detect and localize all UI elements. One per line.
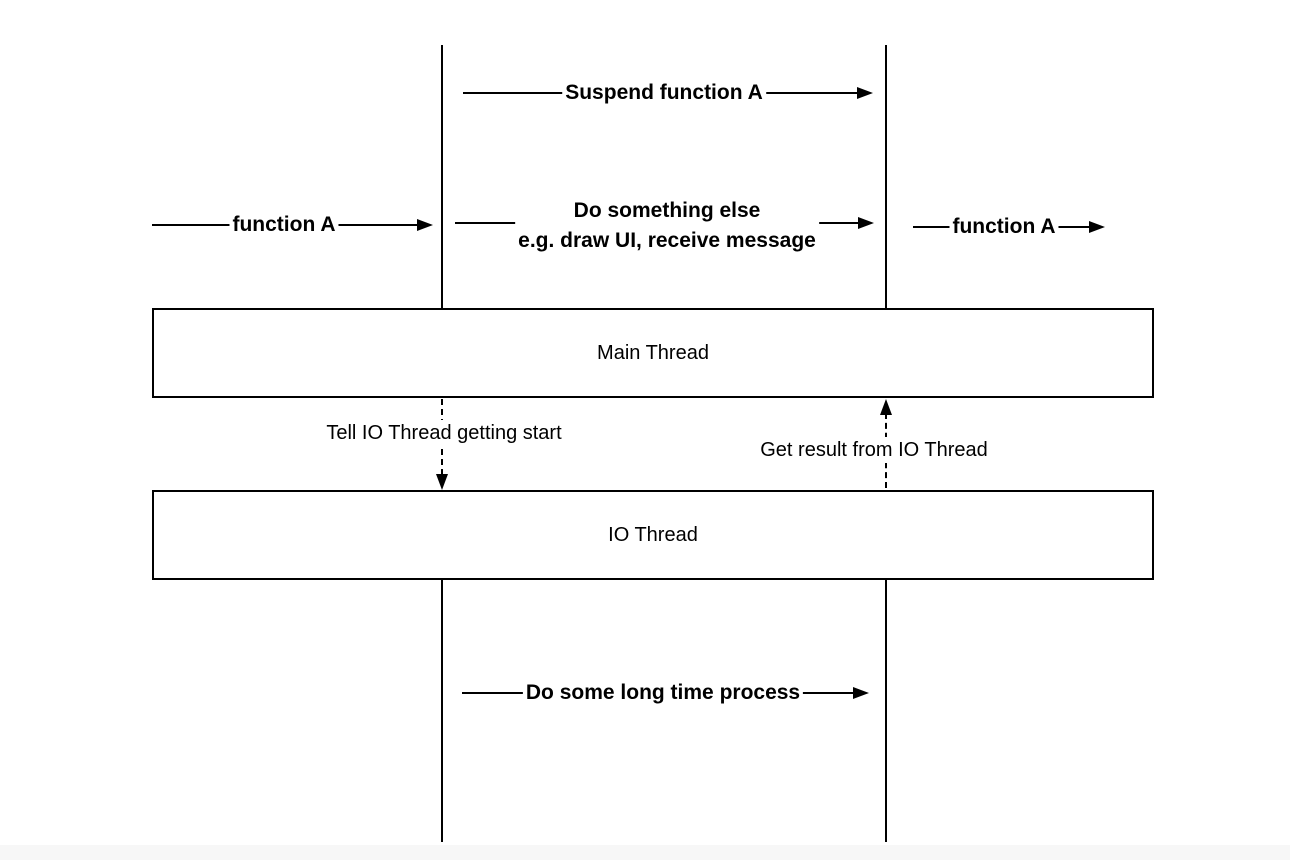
get-result-label: Get result from IO Thread xyxy=(757,437,991,463)
lifeline-right-upper xyxy=(885,45,887,308)
main-thread-label: Main Thread xyxy=(597,341,709,364)
bottom-edge-strip xyxy=(0,845,1290,860)
lifeline-left-upper xyxy=(441,45,443,308)
do-something-else-label: Do something else e.g. draw UI, receive … xyxy=(515,195,819,257)
do-something-else-line1: Do something else xyxy=(573,199,761,222)
arrow-down-icon xyxy=(436,474,448,490)
arrow-right-icon xyxy=(857,87,873,99)
lifeline-left-lower xyxy=(441,580,443,842)
arrow-right-icon xyxy=(853,687,869,699)
do-something-else-line2: e.g. draw UI, receive message xyxy=(518,229,816,252)
suspend-function-a-label: Suspend function A xyxy=(562,80,766,106)
function-a-right-label: function A xyxy=(949,214,1059,240)
arrow-right-icon xyxy=(417,219,433,231)
arrow-right-icon xyxy=(858,217,874,229)
tell-io-thread-label: Tell IO Thread getting start xyxy=(323,420,565,446)
io-thread-box: IO Thread xyxy=(152,490,1154,580)
lifeline-right-lower xyxy=(885,580,887,842)
arrow-up-icon xyxy=(880,399,892,415)
io-thread-label: IO Thread xyxy=(608,523,698,546)
arrow-right-icon xyxy=(1089,221,1105,233)
function-a-left-label: function A xyxy=(229,212,339,238)
main-thread-box: Main Thread xyxy=(152,308,1154,398)
long-process-label: Do some long time process xyxy=(522,680,804,706)
